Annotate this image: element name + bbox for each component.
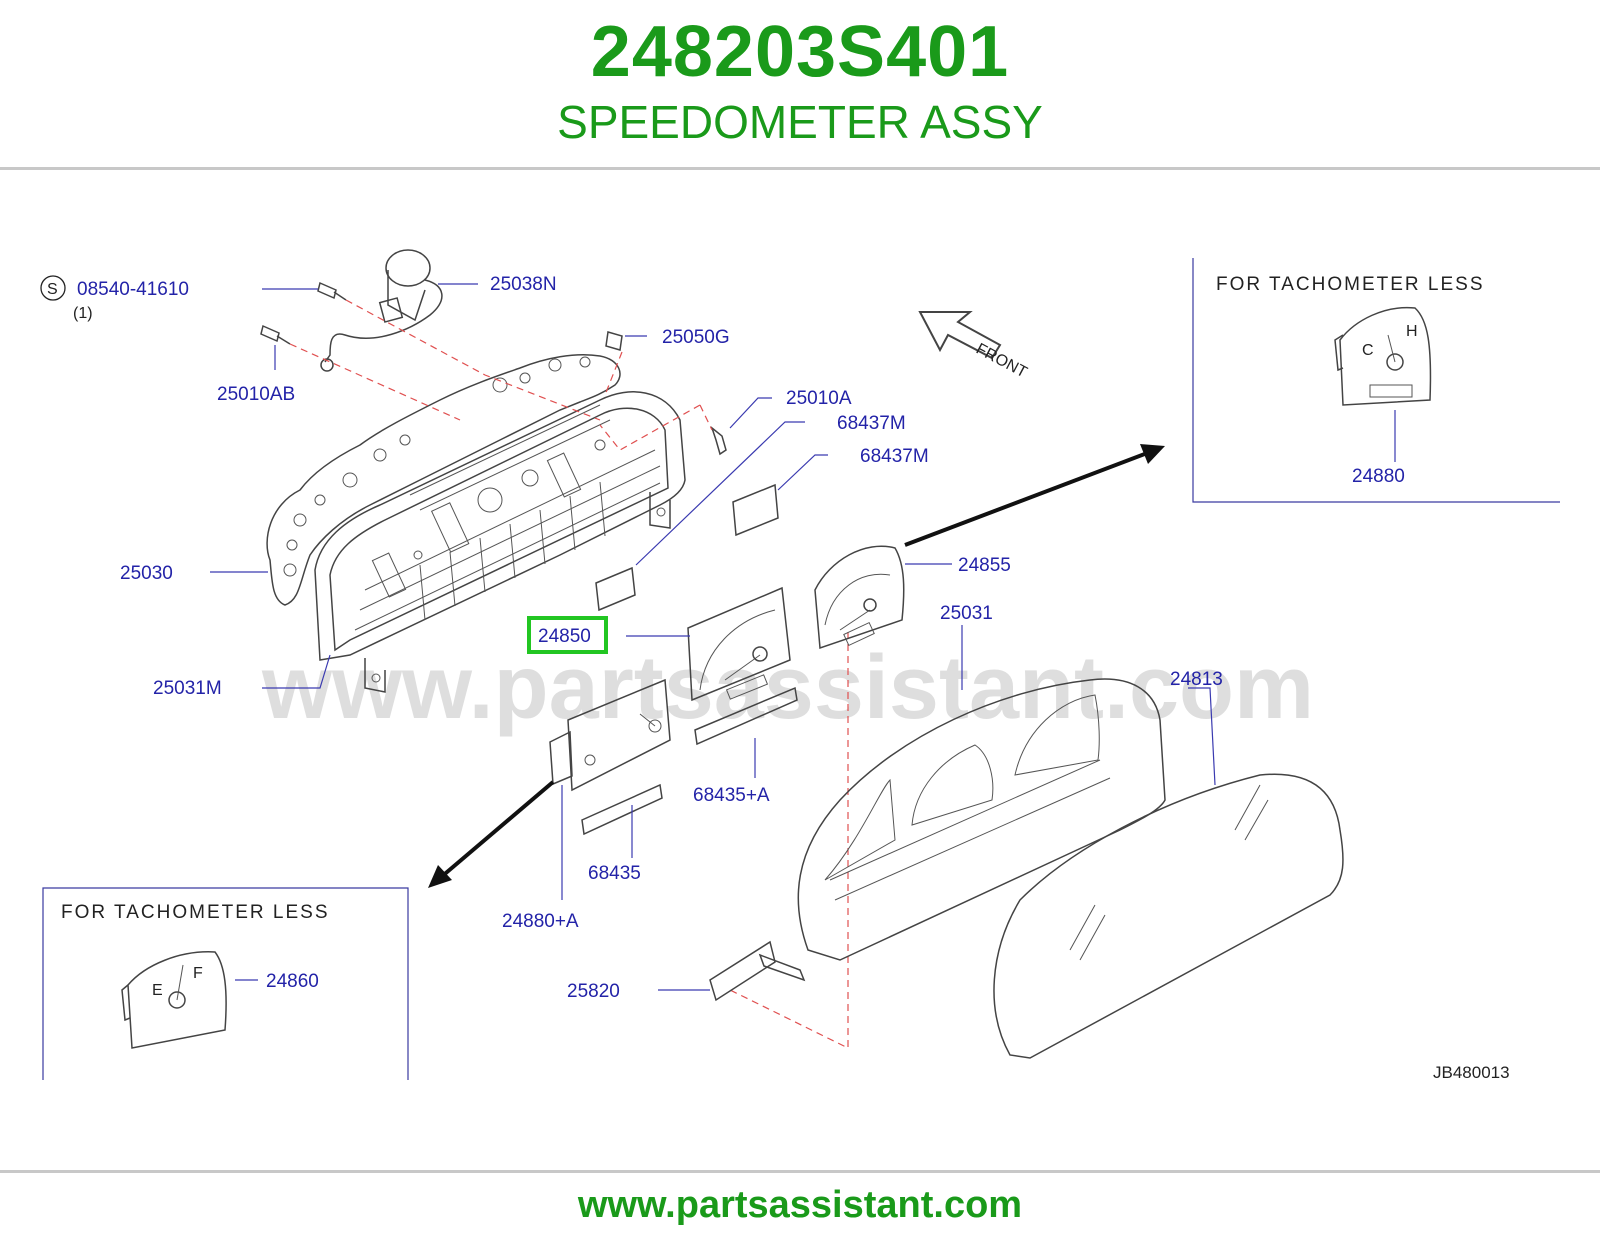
callout-24850[interactable]: 24850 [538,626,591,647]
svg-text:F: F [193,965,203,982]
bulb-socket-drawing [709,940,806,1002]
callout-25038N[interactable]: 25038N [490,274,557,295]
standard-part-marker-label: S [47,281,58,298]
watermark: www.partsassistant.com [261,638,1314,738]
svg-text:H: H [1406,323,1418,340]
screw-callout: S 08540-41610 (1) [40,275,189,322]
screw-drawings [260,281,727,456]
callout-24880-A[interactable]: 24880+A [502,911,579,932]
inset-title-bottom-left: FOR TACHOMETER LESS [61,902,330,923]
callout-08540-41610[interactable]: 08540-41610 [77,279,189,300]
meter-housing-drawing [266,354,686,693]
front-label: FRONT [973,341,1030,382]
footer-divider [0,1170,1600,1173]
leader-lines [210,283,1396,991]
callout-24850-highlighted[interactable]: 24850 [527,616,608,654]
screw-quantity: (1) [73,305,93,322]
header: 248203S401 SPEEDOMETER ASSY [0,0,1600,168]
standard-part-marker [40,275,66,301]
callout-25030[interactable]: 25030 [120,563,173,584]
part-number-title: 248203S401 [590,12,1010,92]
inset-title-top-right: FOR TACHOMETER LESS [1216,274,1485,295]
svg-text:C: C [1362,342,1374,359]
callout-24860[interactable]: 24860 [266,971,319,992]
inset-pointer-arrows [428,444,1165,888]
inset-box-bottom-left [42,887,409,1080]
front-direction-arrow: FRONT [918,311,1030,382]
tachometer-drawing [814,545,905,650]
speedometer-drawing [687,586,798,746]
part-name-subtitle: SPEEDOMETER ASSY [557,96,1043,148]
callout-68435-A[interactable]: 68435+A [693,785,770,806]
lens-drawing [993,773,1344,1059]
callout-25031M[interactable]: 25031M [153,678,222,699]
cluster-lid-drawing [797,678,1166,961]
combo-gauge-drawing [549,678,671,836]
callout-24813[interactable]: 24813 [1170,669,1223,690]
alignment-lines [289,299,849,1049]
fuel-gauge-inset-drawing: E F [121,951,227,1049]
temp-gauge-inset-drawing: C H [1334,306,1432,406]
drawing-code: JB480013 [1433,1063,1510,1082]
footer-site-link[interactable]: www.partsassistant.com [577,1184,1023,1226]
callout-68437M-upper[interactable]: 68437M [837,413,906,434]
callout-25010AB[interactable]: 25010AB [217,384,295,405]
callout-25010A[interactable]: 25010A [786,388,852,409]
header-divider [0,167,1600,170]
callout-68435[interactable]: 68435 [588,863,641,884]
callout-24880[interactable]: 24880 [1352,466,1405,487]
highlight-box [527,616,608,654]
callout-68437M-lower[interactable]: 68437M [860,446,929,467]
wire-harness-drawing [320,249,443,372]
callout-25820[interactable]: 25820 [567,981,620,1002]
callout-25050G[interactable]: 25050G [662,327,730,348]
svg-text:E: E [152,982,163,999]
callout-24855[interactable]: 24855 [958,555,1011,576]
seal-panels [595,483,779,612]
inset-box-top-right [1192,258,1560,503]
callout-25031[interactable]: 25031 [940,603,993,624]
